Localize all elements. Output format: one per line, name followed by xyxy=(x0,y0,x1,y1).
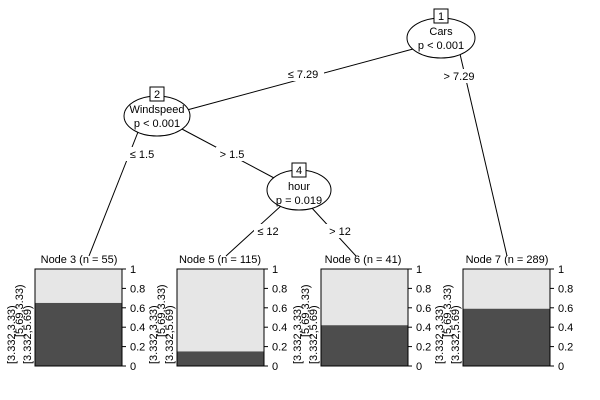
class-labels: [3.332,3.33)[5.69,3.33)[3.332,5.69) xyxy=(292,284,320,364)
node-id-box xyxy=(291,162,307,178)
bar-dark-segment xyxy=(321,325,408,366)
y-tick-label: 0.6 xyxy=(130,303,145,315)
y-tick-label: 0.4 xyxy=(416,322,431,334)
edge-label-2-left: ≤ 1.5 xyxy=(130,149,154,161)
class-label: [5.69,3.33) xyxy=(442,284,454,337)
edge-label-1-left: ≤ 7.29 xyxy=(288,69,319,81)
class-label: [3.332,5.69) xyxy=(164,305,176,364)
y-tick-label: 0.8 xyxy=(558,283,573,295)
class-labels: [3.332,3.33)[5.69,3.33)[3.332,5.69) xyxy=(434,284,462,364)
edge-label-2-right: > 1.5 xyxy=(220,149,245,161)
class-label: [5.69,3.33) xyxy=(14,284,26,337)
node-id-box xyxy=(149,86,165,102)
y-tick-label: 1 xyxy=(272,264,278,276)
y-axis: 1 0.8 0.6 0.4 0.2 0 xyxy=(549,264,573,373)
terminal-node-3: Node 3 (n = 55) 1 0.8 0.6 0.4 0.2 0 [3.332,3.… xyxy=(6,254,145,373)
terminal-node-title: Node 5 (n = 115) xyxy=(179,254,261,266)
node-id: 1 xyxy=(438,11,444,23)
class-labels: [3.332,3.33)[5.69,3.33)[3.332,5.69) xyxy=(148,284,176,364)
class-labels: [3.332,3.33)[5.69,3.33)[3.332,5.69) xyxy=(6,284,34,364)
y-tick-label: 0.8 xyxy=(416,283,431,295)
inner-node-1: 1 Cars p < 0.001 xyxy=(406,8,476,59)
node-pvalue: p < 0.001 xyxy=(418,40,464,52)
terminal-node-5: Node 5 (n = 115) 1 0.8 0.6 0.4 0.2 0 [3.332,3… xyxy=(148,254,287,373)
y-axis: 1 0.8 0.6 0.4 0.2 0 xyxy=(121,264,145,373)
inner-node-4: 4 hour p = 0.019 xyxy=(266,162,332,211)
y-tick-label: 0 xyxy=(130,361,136,373)
y-axis: 1 0.8 0.6 0.4 0.2 0 xyxy=(407,264,431,373)
bar-dark-segment xyxy=(35,302,122,366)
edge-label-4-left: ≤ 12 xyxy=(257,226,278,238)
class-label: [3.332,5.69) xyxy=(22,305,34,364)
node-pvalue: p = 0.019 xyxy=(276,195,322,207)
node-id-box xyxy=(433,8,449,24)
y-tick-label: 0.2 xyxy=(130,342,145,354)
class-label: [3.332,3.33) xyxy=(434,305,446,364)
bar-light-segment xyxy=(177,269,264,366)
y-tick-label: 0.2 xyxy=(416,342,431,354)
class-label: [3.332,3.33) xyxy=(292,305,304,364)
y-tick-label: 0.6 xyxy=(272,303,287,315)
y-tick-label: 1 xyxy=(416,264,422,276)
class-label: [3.332,3.33) xyxy=(148,305,160,364)
node-id: 2 xyxy=(154,89,160,101)
y-tick-label: 0.8 xyxy=(130,283,145,295)
terminal-node-7: Node 7 (n = 289) 1 0.8 0.6 0.4 0.2 0 [3.332,3… xyxy=(434,254,573,373)
terminal-node-6: Node 6 (n = 41) 1 0.8 0.6 0.4 0.2 0 [3.332,3.… xyxy=(292,254,431,373)
class-label: [3.332,5.69) xyxy=(308,305,320,364)
edge-label-1-right: > 7.29 xyxy=(444,71,475,83)
terminal-node-title: Node 7 (n = 289) xyxy=(466,254,549,266)
y-tick-label: 0 xyxy=(416,361,422,373)
y-tick-label: 0.4 xyxy=(130,322,145,334)
y-tick-label: 0.4 xyxy=(272,322,287,334)
node-id: 4 xyxy=(296,165,302,177)
node-pvalue: p < 0.001 xyxy=(134,118,180,130)
node-variable: Cars xyxy=(429,26,453,38)
bar-dark-segment xyxy=(463,308,550,366)
y-tick-label: 0 xyxy=(272,361,278,373)
y-tick-label: 0.2 xyxy=(272,342,287,354)
y-tick-label: 0.2 xyxy=(558,342,573,354)
node-variable: hour xyxy=(288,181,310,193)
y-tick-label: 0 xyxy=(558,361,564,373)
class-label: [5.69,3.33) xyxy=(156,284,168,337)
terminal-node-title: Node 6 (n = 41) xyxy=(325,254,402,266)
y-tick-label: 0.8 xyxy=(272,283,287,295)
y-tick-label: 0.6 xyxy=(416,303,431,315)
edge-1-7 xyxy=(459,53,508,257)
inner-node-2: 2 Windspeed p < 0.001 xyxy=(123,86,191,137)
y-tick-label: 0.4 xyxy=(558,322,573,334)
y-axis: 1 0.8 0.6 0.4 0.2 0 xyxy=(263,264,287,373)
node-variable: Windspeed xyxy=(129,104,184,116)
class-label: [5.69,3.33) xyxy=(300,284,312,337)
y-tick-label: 1 xyxy=(130,264,136,276)
bar-dark-segment xyxy=(177,351,264,366)
edge-labels: ≤ 7.29 > 7.29 ≤ 1.5 > 1.5 ≤ 12 > 12 xyxy=(126,67,477,238)
class-label: [3.332,3.33) xyxy=(6,305,18,364)
class-label: [3.332,5.69) xyxy=(450,305,462,364)
terminal-node-title: Node 3 (n = 55) xyxy=(41,254,118,266)
y-tick-label: 0.6 xyxy=(558,303,573,315)
edge-label-4-right: > 12 xyxy=(329,226,351,238)
y-tick-label: 1 xyxy=(558,264,564,276)
